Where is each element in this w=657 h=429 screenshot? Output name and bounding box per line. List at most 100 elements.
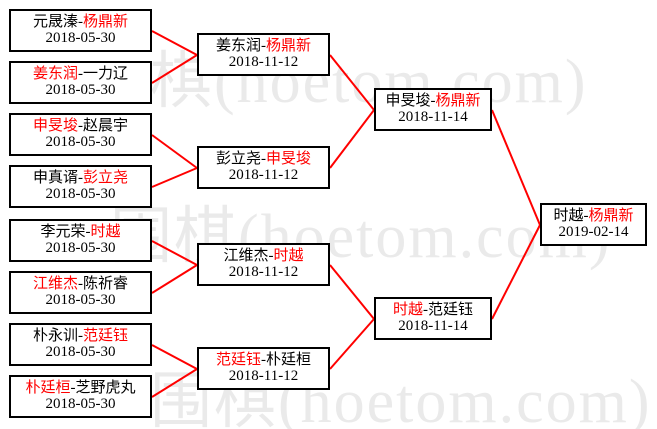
connector-line <box>491 224 541 320</box>
match-date: 2018-05-30 <box>45 185 116 202</box>
player-left: 江维杰 <box>223 247 269 264</box>
connector-line <box>329 264 375 320</box>
connector-line <box>329 109 375 169</box>
player-separator: - <box>430 92 436 109</box>
match-players: 彭立尧-申旻埈 <box>215 150 312 168</box>
match-players: 李元荣-时越 <box>40 223 121 241</box>
player-right: 朴廷桓 <box>266 351 312 368</box>
match-players: 时越-范廷钰 <box>392 301 474 319</box>
match-date: 2018-11-14 <box>398 317 468 334</box>
match-players: 姜东润-一力辽 <box>32 65 128 83</box>
player-separator: - <box>78 117 83 134</box>
player-left: 姜东润 <box>215 37 261 54</box>
player-left: 申旻埈 <box>32 117 78 134</box>
player-left: 彭立尧 <box>215 150 261 167</box>
match-players: 范廷钰-朴廷桓 <box>216 351 312 369</box>
player-separator: - <box>261 150 266 167</box>
connector-line <box>151 134 198 169</box>
player-separator: - <box>78 275 83 292</box>
player-left: 申真谞 <box>32 169 78 186</box>
player-right: 杨鼎新 <box>588 207 634 224</box>
player-right: 杨鼎新 <box>83 13 129 30</box>
match-date: 2018-05-30 <box>45 81 116 98</box>
player-separator: - <box>78 65 83 82</box>
match-players: 申真谞-彭立尧 <box>32 169 129 187</box>
match-players: 元晟溱-杨鼎新 <box>32 13 129 31</box>
player-separator: - <box>261 351 266 368</box>
player-separator: - <box>423 301 428 318</box>
connector-line <box>151 344 198 370</box>
player-right: 范廷钰 <box>428 301 474 318</box>
player-right: 芝野虎丸 <box>75 379 136 396</box>
player-separator: - <box>85 223 91 240</box>
match-date: 2018-05-30 <box>45 29 116 46</box>
match-date: 2018-11-14 <box>398 108 468 125</box>
player-left: 姜东润 <box>32 65 78 82</box>
player-left: 元晟溱 <box>32 13 78 30</box>
player-right: 彭立尧 <box>83 169 129 186</box>
player-separator: - <box>583 207 589 224</box>
connector-line <box>329 54 375 111</box>
match-players: 江维杰-陈祈睿 <box>33 275 129 293</box>
player-separator: - <box>78 13 83 30</box>
connector-line <box>151 54 198 84</box>
match-players: 申旻埈-杨鼎新 <box>385 92 481 110</box>
match-date: 2018-05-30 <box>45 343 116 360</box>
match-date: 2018-11-12 <box>228 53 299 70</box>
player-separator: - <box>78 169 83 186</box>
player-right: 杨鼎新 <box>435 92 481 109</box>
player-right: 时越 <box>90 223 121 240</box>
player-right: 陈祈睿 <box>83 275 129 292</box>
match-date: 2018-05-30 <box>45 395 116 412</box>
connector-line <box>329 318 375 370</box>
match-players: 朴永训-范廷钰 <box>32 327 129 345</box>
match-players: 申旻埈-赵晨宇 <box>32 117 129 135</box>
match-date: 2018-11-12 <box>228 263 299 280</box>
connector-line <box>151 264 198 294</box>
match-players: 时越-杨鼎新 <box>553 207 634 225</box>
match-players: 江维杰-时越 <box>223 247 303 265</box>
match-players: 朴廷桓-芝野虎丸 <box>25 379 136 397</box>
connector-line <box>151 368 198 398</box>
player-separator: - <box>78 327 83 344</box>
connector-line <box>151 167 198 188</box>
player-left: 时越 <box>392 301 423 318</box>
match-players: 姜东润-杨鼎新 <box>215 37 312 55</box>
player-right: 范廷钰 <box>83 327 129 344</box>
player-right: 赵晨宇 <box>83 117 129 134</box>
player-separator: - <box>70 379 76 396</box>
player-separator: - <box>261 37 266 54</box>
match-date: 2018-11-12 <box>228 367 299 384</box>
connector-line <box>151 30 198 56</box>
match-date: 2019-02-14 <box>558 223 629 240</box>
player-left: 时越 <box>553 207 584 224</box>
connector-line <box>491 109 541 226</box>
match-date: 2018-05-30 <box>45 133 116 150</box>
player-right: 杨鼎新 <box>266 37 312 54</box>
match-date: 2018-05-30 <box>45 291 116 308</box>
player-left: 李元荣 <box>40 223 86 240</box>
player-left: 朴廷桓 <box>25 379 71 396</box>
player-left: 朴永训 <box>32 327 78 344</box>
player-right: 申旻埈 <box>266 150 312 167</box>
player-separator: - <box>268 247 274 264</box>
match-date: 2018-05-30 <box>45 239 116 256</box>
player-left: 申旻埈 <box>385 92 431 109</box>
